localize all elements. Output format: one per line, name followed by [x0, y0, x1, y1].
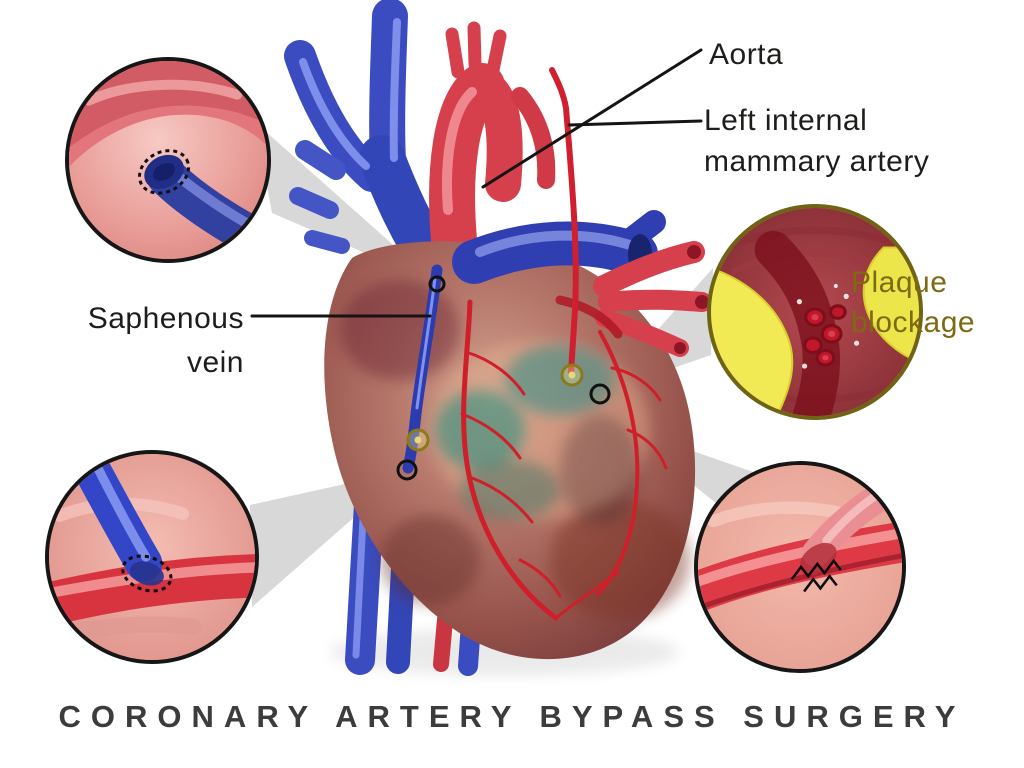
plaque-label-line2: blockage	[851, 306, 976, 339]
graft-site-markers	[396, 275, 611, 481]
lima-pointer-line	[567, 119, 703, 127]
aorta-vessel	[429, 21, 556, 263]
coronary-arteries	[460, 295, 668, 621]
inset-aorta-anastomosis-art	[69, 61, 267, 259]
inset-bypass-suture	[694, 461, 906, 673]
label-pointer-lines	[250, 48, 703, 318]
saphenous-vein-graft	[402, 264, 443, 474]
saphenous-label-line1: Saphenous	[87, 302, 244, 335]
inset-plaque-blockage-art	[711, 208, 919, 416]
lima-label-line2: mammary artery	[704, 145, 930, 178]
lima-graft	[549, 67, 579, 375]
inset-plaque-blockage	[707, 204, 923, 420]
inset-bypass-suture-art	[698, 465, 902, 669]
right-arteries	[593, 241, 712, 357]
lima-label: Left internal mammary artery	[704, 100, 929, 182]
saphenous-label-line2: vein	[186, 346, 244, 379]
plaque-label-line1: Plaque	[851, 266, 948, 299]
aorta-pointer-line	[481, 48, 703, 189]
lima-label-line1: Left internal	[704, 104, 868, 137]
inset-aorta-anastomosis	[65, 57, 271, 263]
inset-saphenous-anastomosis	[45, 450, 259, 664]
saphenous-vein-label: Saphenous vein	[58, 297, 244, 385]
illustration-title: CORONARY ARTERY BYPASS SURGERY	[58, 699, 966, 734]
plaque-blockage-label: Plaque blockage	[851, 263, 975, 343]
inset-saphenous-anastomosis-art	[49, 454, 255, 660]
aorta-label: Aorta	[709, 38, 784, 71]
